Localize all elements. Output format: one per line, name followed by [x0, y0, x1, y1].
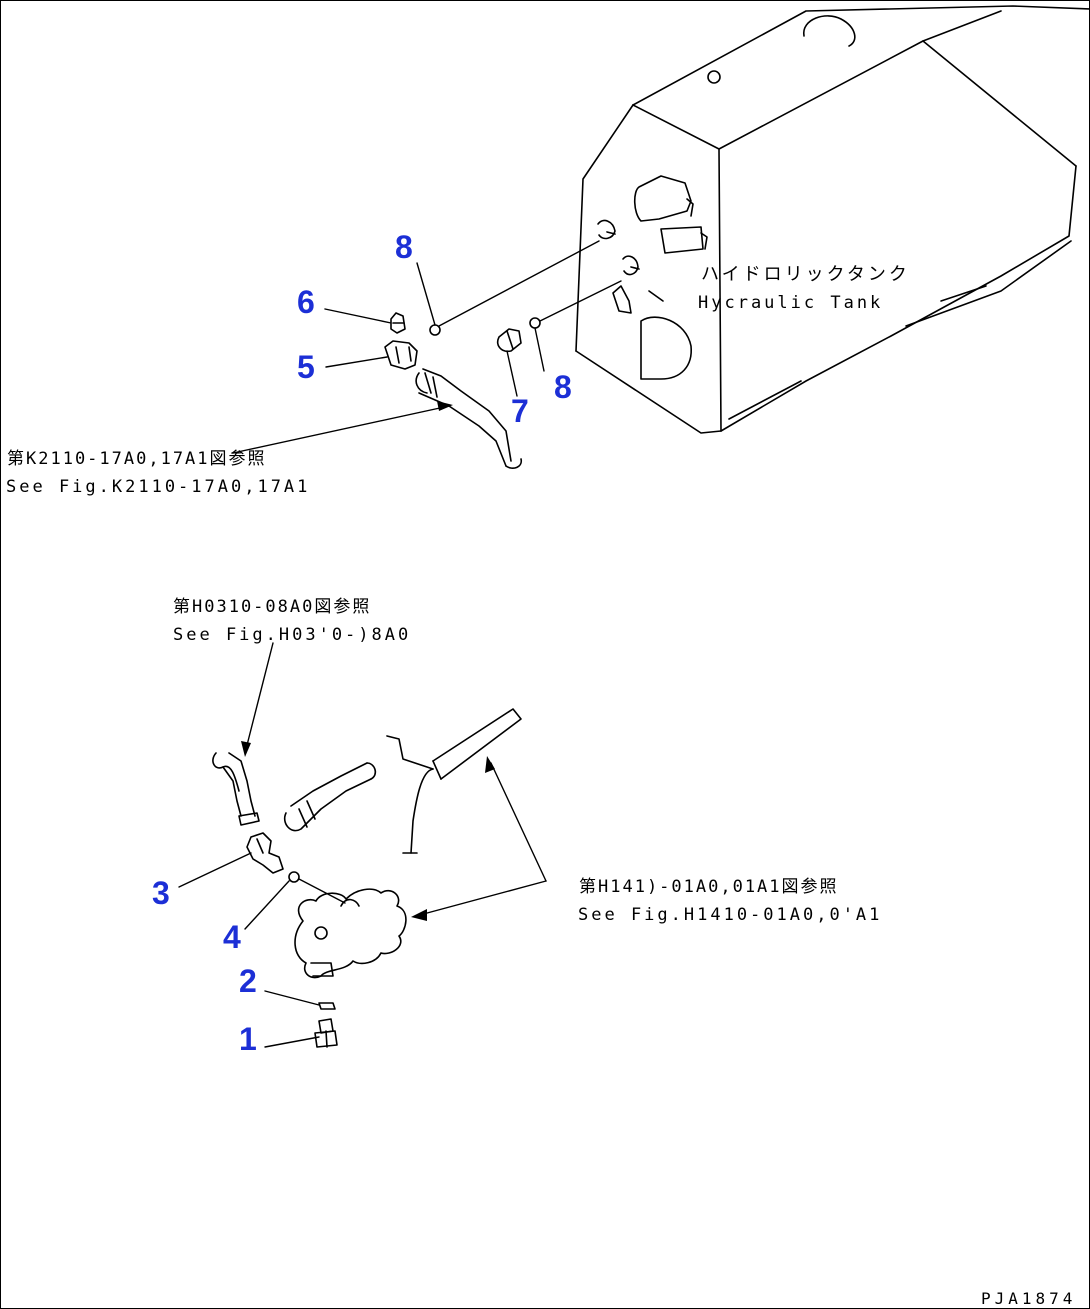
drawing-code: PJA1874 [981, 1289, 1077, 1308]
part-number-8-lower: 8 [554, 369, 572, 405]
reference-h0310-en: See Fig.H03'0-)8A0 [173, 625, 412, 645]
upper-parts [384, 312, 541, 469]
lower-parts [212, 708, 522, 1048]
part-number-4: 4 [223, 919, 241, 955]
tank-label-jp: ハイドロリックタンク [701, 264, 910, 285]
part-number-2: 2 [239, 963, 257, 999]
part-number-6: 6 [297, 284, 315, 320]
reference-k2110-jp: 第K2110-17A0,17A1図参照 [7, 449, 267, 469]
reference-h1410-jp: 第H141)-01A0,01A1図参照 [579, 877, 839, 897]
tank-label-en: Hycraulic Tank [698, 293, 884, 313]
part-number-7: 7 [511, 393, 529, 429]
part-number-8-upper: 8 [395, 229, 413, 265]
reference-h1410-en: See Fig.H1410-01A0,0'A1 [578, 905, 883, 925]
hydraulic-tank [575, 5, 1089, 434]
reference-k2110-en: See Fig.K2110-17A0,17A1 [6, 477, 311, 497]
part-number-1: 1 [239, 1021, 257, 1057]
part-number-5: 5 [297, 349, 315, 385]
arrowheads [241, 401, 495, 921]
leader-lines [178, 240, 622, 1048]
part-number-3: 3 [152, 875, 170, 911]
reference-h0310-jp: 第H0310-08A0図参照 [173, 597, 372, 617]
